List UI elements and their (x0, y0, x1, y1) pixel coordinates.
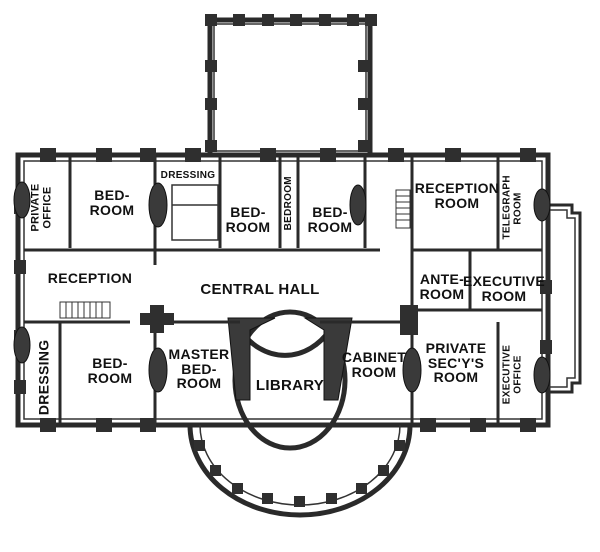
room-label-dressing-bottom: DRESSING (35, 339, 52, 416)
interior-walls-bottom (24, 250, 542, 425)
library-oval (227, 309, 353, 451)
room-label-library: LIBRARY (255, 377, 325, 394)
room-label-reception-room: RECEPTION ROOM (414, 180, 500, 211)
fireplaces (13, 181, 551, 394)
staircase (59, 189, 411, 319)
room-label-reception: RECEPTION (47, 270, 133, 286)
room-label-cabinet-room: CABINET ROOM (341, 349, 407, 380)
room-label-telegraph-room: TELEGRAPH ROOM (501, 175, 524, 240)
east-porch (548, 203, 582, 394)
south-portico (187, 424, 413, 518)
room-label-central-hall: CENTRAL HALL (200, 281, 320, 298)
room-label-master-bedroom: MASTER BED- ROOM (168, 346, 230, 392)
room-label-private-secys-room: PRIVATE SEC'Y'S ROOM (425, 340, 487, 386)
interior-walls-top (24, 155, 542, 270)
room-label-bedroom-2: BED- ROOM (225, 204, 271, 235)
room-label-dressing-top: DRESSING (160, 170, 216, 181)
room-label-bedroom-narrow: BEDROOM (282, 176, 294, 231)
north-portico (205, 14, 377, 158)
room-label-ante-room: ANTE- ROOM (419, 271, 465, 302)
room-label-private-office: PRIVATE OFFICE (29, 183, 53, 232)
room-label-executive-room: EXECUTIVE ROOM (463, 273, 546, 304)
room-label-bedroom-3: BED- ROOM (307, 204, 353, 235)
room-label-bedroom-1: BED- ROOM (89, 187, 135, 218)
room-label-executive-office: EXECUTIVE OFFICE (501, 344, 524, 405)
room-label-bedroom-4: BED- ROOM (87, 355, 133, 386)
